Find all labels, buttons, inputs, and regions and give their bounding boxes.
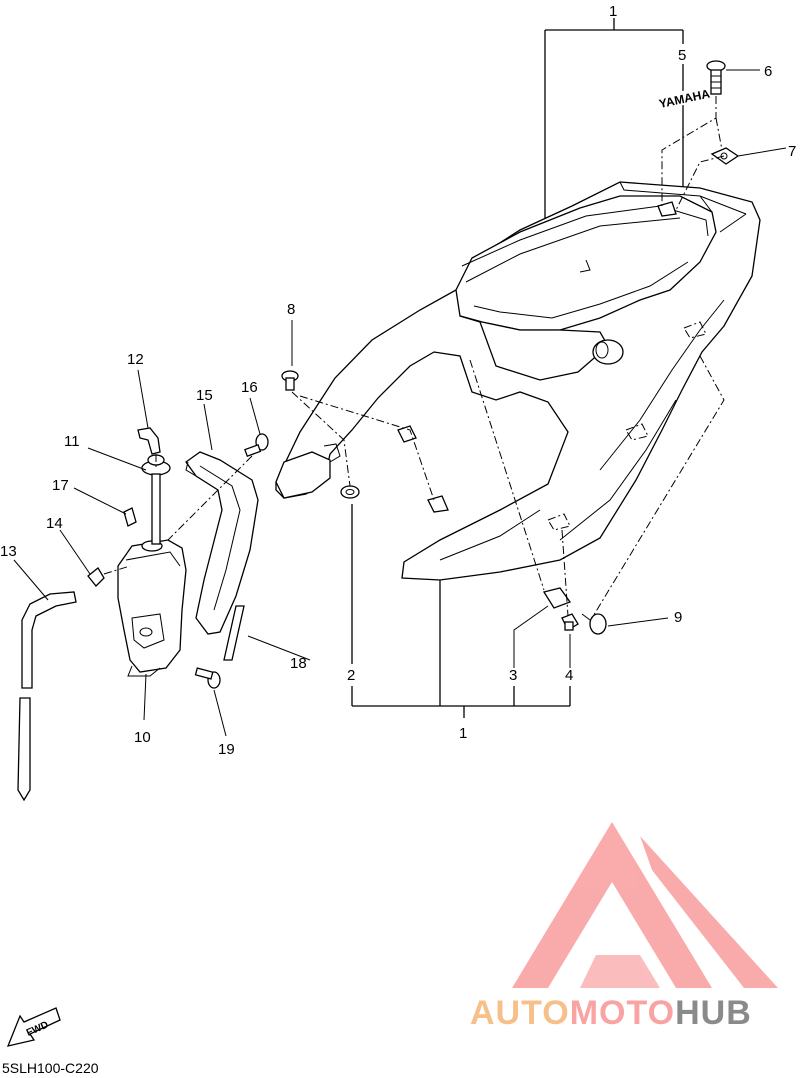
watermark-text: AUTOMOTOHUB [470, 994, 752, 1033]
hose-part-13 [17, 591, 77, 802]
emblem-part-5: YAMAHA [657, 86, 712, 111]
emblem-text: YAMAHA [658, 86, 712, 110]
grommet-part-2 [340, 485, 360, 499]
callout-14: 14 [46, 515, 63, 532]
screw-part-6 [706, 60, 726, 95]
watermark-logo-icon [512, 822, 778, 988]
callout-17: 17 [52, 477, 69, 494]
callout-6: 6 [764, 63, 772, 80]
callout-1-bottom-bracket [351, 504, 571, 718]
diagram-code: 5SLH100-C220 [2, 1060, 99, 1076]
callout-10: 10 [134, 729, 151, 746]
callout-8: 8 [287, 301, 295, 318]
callout-9: 9 [674, 609, 682, 626]
callout-13: 13 [0, 543, 17, 560]
callout-1-top-bracket [544, 18, 684, 218]
seat-cowl-assembly [275, 181, 761, 581]
fwd-arrow-icon [6, 1007, 61, 1047]
bolt-part-19 [194, 667, 221, 689]
callout-3: 3 [509, 667, 517, 684]
watermark-moto: MOTO [569, 994, 676, 1032]
callout-18: 18 [290, 655, 307, 672]
callout-19: 19 [218, 741, 235, 758]
filler-cap-part-11 [141, 454, 171, 545]
bolt-part-9 [581, 613, 607, 635]
nut-part-7 [710, 147, 740, 165]
hose-part-12 [137, 427, 161, 455]
callout-12: 12 [127, 351, 144, 368]
callout-7: 7 [788, 143, 796, 160]
callout-4: 4 [565, 667, 573, 684]
side-cover-part-15 [185, 451, 259, 635]
callout-11: 11 [64, 433, 80, 450]
callout-5: 5 [678, 47, 686, 64]
damper-part-3 [542, 587, 572, 609]
bolt-part-8 [281, 370, 299, 391]
nut-part-4 [561, 613, 579, 631]
callout-1-top: 1 [609, 3, 617, 20]
callout-1-bottom: 1 [459, 725, 467, 742]
clip-part-14 [87, 567, 105, 587]
reservoir-tank-part-10 [117, 539, 187, 677]
seal-part-18 [223, 605, 245, 661]
bolt-part-16 [244, 433, 269, 458]
watermark-auto: AUTO [470, 994, 570, 1032]
clip-part-17 [123, 507, 137, 527]
callout-15: 15 [196, 387, 213, 404]
callout-2: 2 [347, 667, 355, 684]
callout-16: 16 [241, 379, 258, 396]
watermark-hub: HUB [675, 994, 752, 1032]
